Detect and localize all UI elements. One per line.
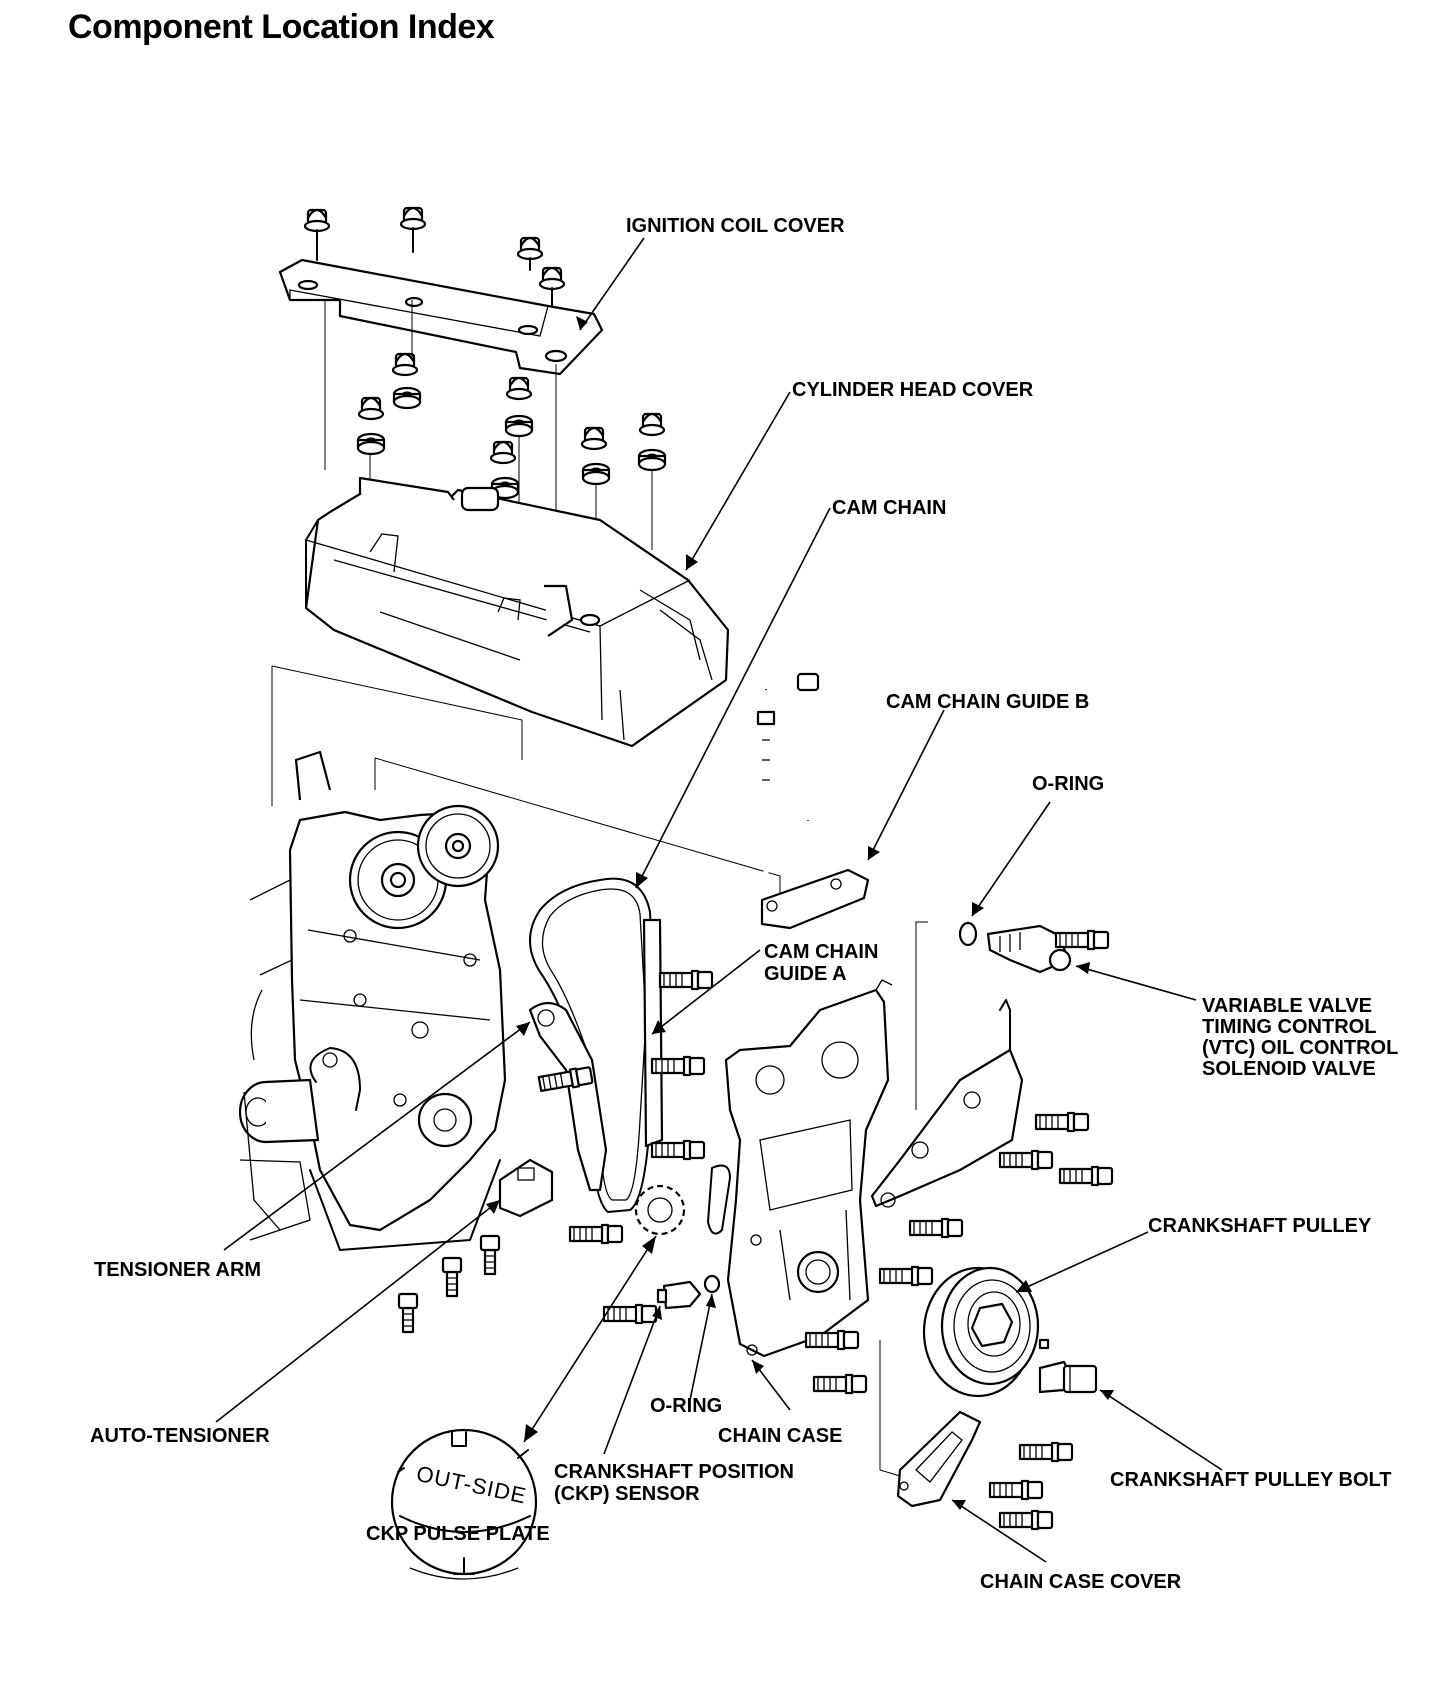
- label-o-ring-top: O-RING: [1032, 773, 1104, 795]
- label-cam-chain-guide-a-1: CAM CHAIN: [764, 941, 878, 963]
- head-cover-nuts: [356, 352, 667, 500]
- label-ckp-sensor-1: CRANKSHAFT POSITION: [554, 1461, 794, 1483]
- ignition-coil-cover: [278, 258, 604, 376]
- label-cam-chain-guide-a-2: GUIDE A: [764, 963, 847, 985]
- label-tensioner-arm: TENSIONER ARM: [94, 1259, 261, 1281]
- label-cylinder-head-cover: CYLINDER HEAD COVER: [792, 379, 1034, 401]
- tensioner-arm-part: [528, 1001, 608, 1192]
- vtc-solenoid-part: [958, 921, 1110, 974]
- chain-case-cover-part: [879, 1340, 1074, 1531]
- label-crankshaft-pulley: CRANKSHAFT PULLEY: [1148, 1215, 1372, 1237]
- label-ignition-coil-cover: IGNITION COIL COVER: [626, 215, 845, 237]
- auto-tensioner-part: [397, 1158, 554, 1334]
- ckp-sensor-part: [656, 1280, 702, 1310]
- label-vtc-3: (VTC) OIL CONTROL: [1202, 1037, 1398, 1059]
- leader-lines: [215, 237, 1223, 1563]
- crankshaft-pulley-part: [922, 1266, 1050, 1398]
- engine-block: [238, 750, 507, 1251]
- chain-case-o-ring: [703, 1164, 731, 1294]
- cylinder-head-cover: [304, 476, 730, 748]
- label-ckp-sensor-2: (CKP) SENSOR: [554, 1483, 700, 1505]
- ckp-pulse-plate-detail: [390, 1428, 538, 1580]
- label-vtc-1: VARIABLE VALVE: [1202, 995, 1372, 1017]
- label-vtc-2: TIMING CONTROL: [1202, 1016, 1376, 1038]
- label-ckp-pulse-plate: CKP PULSE PLATE: [366, 1523, 550, 1545]
- label-cam-chain: CAM CHAIN: [832, 497, 946, 519]
- callout-labels: IGNITION COIL COVER CYLINDER HEAD COVER …: [90, 215, 1398, 1593]
- chain-case-part: [724, 979, 893, 1358]
- cam-chain-guide-b-part: [756, 672, 870, 930]
- label-cam-chain-guide-b: CAM CHAIN GUIDE B: [886, 691, 1089, 713]
- label-crankshaft-pulley-bolt: CRANKSHAFT PULLEY BOLT: [1110, 1469, 1391, 1491]
- label-chain-case-cover: CHAIN CASE COVER: [980, 1571, 1182, 1593]
- crankshaft-pulley-bolt-part: [1038, 1360, 1098, 1394]
- page-title: Component Location Index: [68, 8, 495, 46]
- label-o-ring-bottom: O-RING: [650, 1395, 722, 1417]
- ckp-pulse-plate-part: [634, 1184, 686, 1236]
- label-chain-case: CHAIN CASE: [718, 1425, 842, 1447]
- coil-cover-nuts: [303, 206, 566, 307]
- label-auto-tensioner: AUTO-TENSIONER: [90, 1425, 270, 1447]
- engine-mount-bracket: [870, 999, 1114, 1208]
- label-vtc-4: SOLENOID VALVE: [1202, 1058, 1376, 1080]
